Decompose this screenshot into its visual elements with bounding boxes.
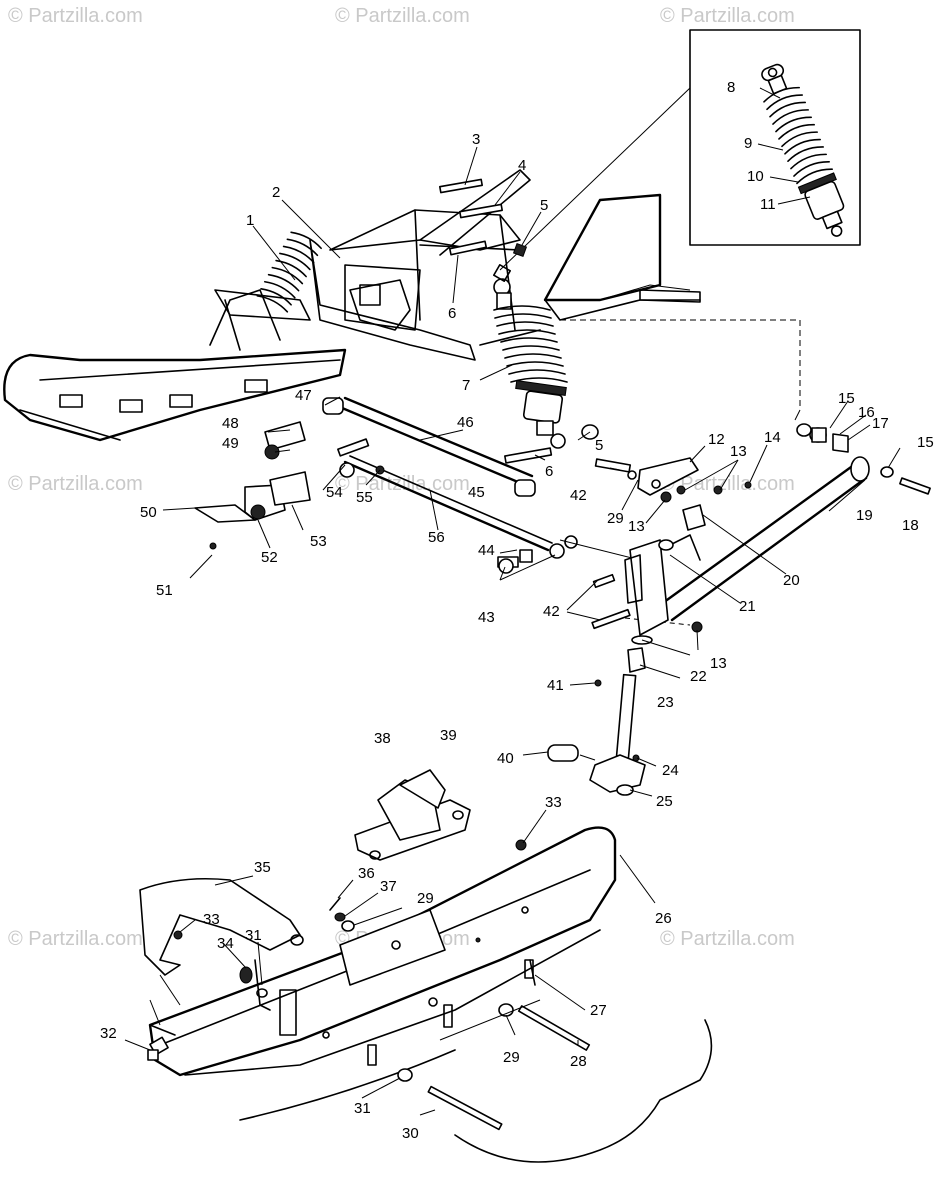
mounting-brackets: [194, 421, 311, 550]
callout-19: 19: [856, 507, 873, 524]
leader-lines: [124, 87, 901, 1116]
callout-1: 1: [246, 212, 254, 229]
main-ski: [139, 826, 617, 1121]
callout-40: 40: [497, 750, 514, 767]
callout-22: 22: [690, 668, 707, 685]
callout-7: 7: [462, 377, 470, 394]
callout-52: 52: [261, 549, 278, 566]
callout-24: 24: [662, 762, 679, 779]
callout-36: 36: [358, 865, 375, 882]
callout-15-b: 15: [917, 434, 934, 451]
callout-16: 16: [858, 404, 875, 421]
ski-hardware: [147, 897, 713, 1163]
callout-25: 25: [656, 793, 673, 810]
watermark: © Partzilla.com: [660, 928, 795, 950]
callout-51: 51: [156, 582, 173, 599]
trailing-arm: [559, 456, 870, 626]
upper-bolts: [438, 178, 599, 464]
shock-absorber-detail: [761, 63, 845, 237]
watermark: © Partzilla.com: [8, 473, 143, 495]
main-shock-absorber: [493, 264, 568, 449]
callout-12: 12: [708, 431, 725, 448]
callout-27: 27: [590, 1002, 607, 1019]
callout-4: 4: [518, 157, 526, 174]
callout-5-lower: 5: [595, 437, 603, 454]
callout-33-b: 33: [203, 911, 220, 928]
left-shock-spring: [256, 231, 322, 313]
callout-3: 3: [472, 131, 480, 148]
callout-50: 50: [140, 504, 157, 521]
callout-33-a: 33: [545, 794, 562, 811]
watermark: © Partzilla.com: [660, 5, 795, 27]
callout-29-a: 29: [417, 890, 434, 907]
callout-37: 37: [380, 878, 397, 895]
callout-31-b: 31: [245, 927, 262, 944]
callout-28: 28: [570, 1053, 587, 1070]
callout-55: 55: [356, 489, 373, 506]
callout-14: 14: [764, 429, 781, 446]
callout-6-lower: 6: [545, 463, 553, 480]
callout-2: 2: [272, 184, 280, 201]
callout-labels: 1 2 3 4 5 5 6 6 7 8 9 10 11 12 13 13 13 …: [100, 79, 934, 1142]
callout-13-b: 13: [628, 518, 645, 535]
callout-56: 56: [428, 529, 445, 546]
callout-8: 8: [727, 79, 735, 96]
callout-49: 49: [222, 435, 239, 452]
callout-5-upper: 5: [540, 197, 548, 214]
callout-53: 53: [310, 533, 327, 550]
callout-43: 43: [478, 609, 495, 626]
callout-38: 38: [374, 730, 391, 747]
callout-34: 34: [217, 935, 234, 952]
callout-46: 46: [457, 414, 474, 431]
callout-26: 26: [655, 910, 672, 927]
callout-42-a: 42: [570, 487, 587, 504]
watermark: © Partzilla.com: [8, 928, 143, 950]
callout-15-a: 15: [838, 390, 855, 407]
callout-45: 45: [468, 484, 485, 501]
callout-35: 35: [254, 859, 271, 876]
shock-detail-inset: [499, 29, 861, 271]
callout-17: 17: [872, 415, 889, 432]
callout-30: 30: [402, 1125, 419, 1142]
pivot-bushings: [794, 409, 931, 495]
callout-31-a: 31: [354, 1100, 371, 1117]
callout-54: 54: [326, 484, 343, 501]
callout-20: 20: [783, 572, 800, 589]
spindle-hardware: [591, 457, 752, 633]
callout-13-a: 13: [730, 443, 747, 460]
watermark: © Partzilla.com: [335, 473, 470, 495]
watermark: © Partzilla.com: [8, 5, 143, 27]
ski-saddle: [354, 769, 471, 861]
callout-39: 39: [440, 727, 457, 744]
callout-29-c: 29: [503, 1049, 520, 1066]
callout-21: 21: [739, 598, 756, 615]
callout-41: 41: [547, 677, 564, 694]
callout-9: 9: [744, 135, 752, 152]
callout-23: 23: [657, 694, 674, 711]
chassis-frame: [309, 169, 801, 410]
callout-44: 44: [478, 542, 495, 559]
watermark: © Partzilla.com: [335, 5, 470, 27]
watermark: © Partzilla.com: [660, 473, 795, 495]
left-ski-assembly: [3, 231, 347, 442]
spindle-assembly: [547, 539, 674, 796]
callout-10: 10: [747, 168, 764, 185]
callout-32: 32: [100, 1025, 117, 1042]
callout-11: 11: [760, 196, 776, 213]
callout-13-c: 13: [710, 655, 727, 672]
callout-29-b: 29: [607, 510, 624, 527]
callout-18: 18: [902, 517, 919, 534]
callout-47: 47: [295, 387, 312, 404]
callout-6-upper: 6: [448, 305, 456, 322]
callout-42-b: 42: [543, 603, 560, 620]
callout-48: 48: [222, 415, 239, 432]
